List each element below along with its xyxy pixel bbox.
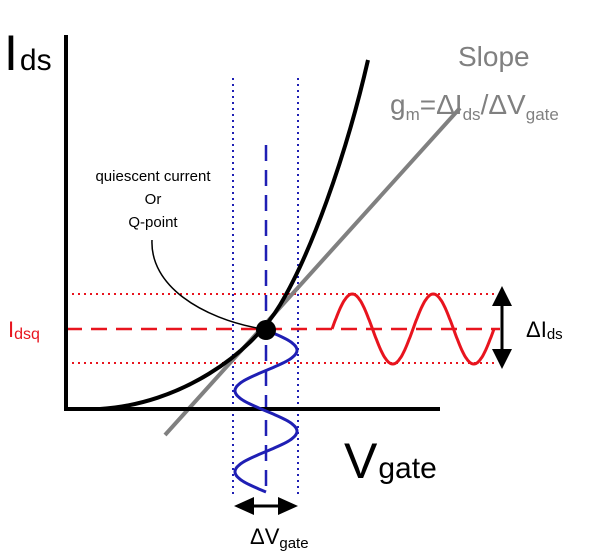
tangent-slope-line bbox=[163, 106, 462, 437]
qpoint-annotation-line-1: quiescent current bbox=[95, 168, 211, 185]
delta-ids-arrow-up-head bbox=[492, 286, 512, 306]
transfer-curve bbox=[99, 59, 370, 411]
y-axis-label: Ids bbox=[4, 25, 52, 81]
drain-signal-sinusoid bbox=[330, 292, 496, 366]
slope-title: Slope bbox=[458, 41, 530, 72]
delta-ids-arrow-down-head bbox=[492, 349, 512, 369]
qpoint-annotation-line-3: Q-point bbox=[128, 214, 178, 231]
gate-signal-sinusoid bbox=[233, 328, 299, 494]
x-axis-label: Vgate bbox=[344, 433, 437, 489]
delta-ids-label: ΔIds bbox=[526, 317, 563, 343]
q-point-marker bbox=[256, 320, 276, 340]
slope-equation: gm=ΔIds/ΔVgate bbox=[390, 89, 559, 124]
delta-vgate-arrow-right-head bbox=[278, 497, 298, 515]
delta-vgate-arrow-left-head bbox=[234, 497, 254, 515]
qpoint-annotation-line-2: Or bbox=[145, 191, 162, 208]
delta-vgate-label: ΔVgate bbox=[250, 524, 309, 552]
idsq-label: Idsq bbox=[8, 317, 40, 343]
qpoint-leader-line bbox=[151, 239, 263, 330]
